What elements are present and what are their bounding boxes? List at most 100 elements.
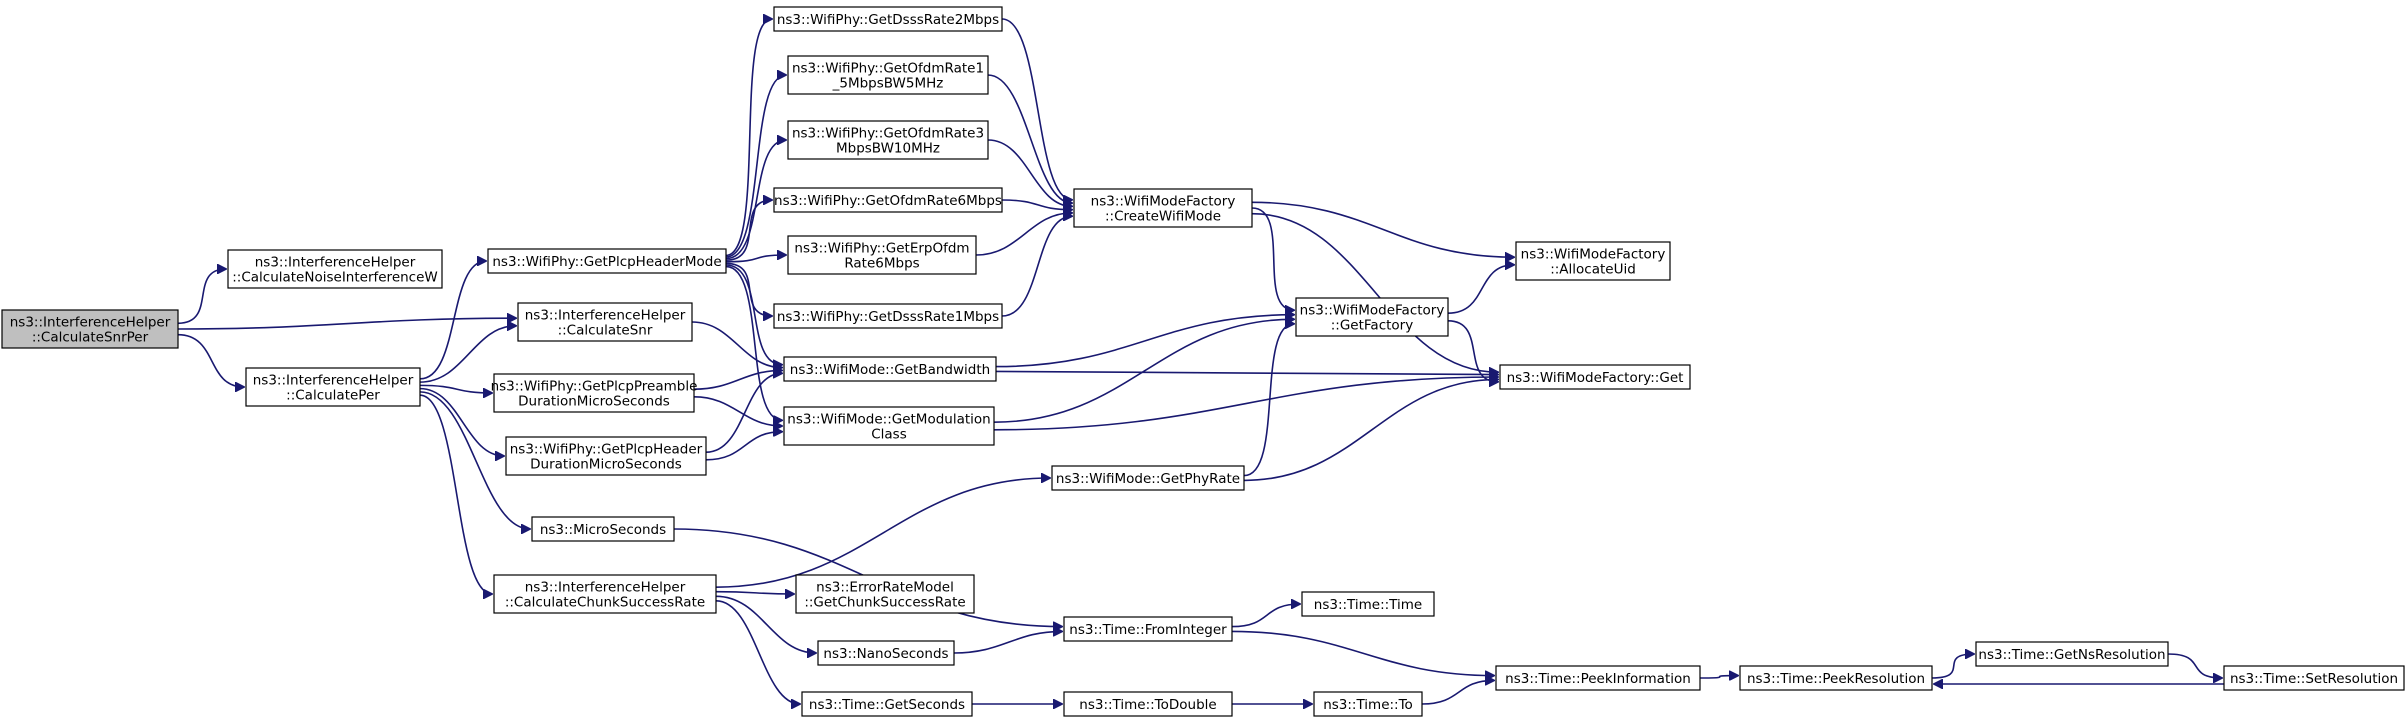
node-box[interactable]: [1495, 665, 1701, 691]
node-set-res[interactable]: ns3::Time::SetResolution: [2223, 665, 2405, 691]
edge-create-wifi-mode-to-allocate-uid: [1251, 201, 1514, 257]
node-box[interactable]: [783, 406, 995, 446]
edge-plcp-preamble-to-mod-class: [693, 396, 782, 426]
node-box[interactable]: [773, 187, 1003, 213]
node-box[interactable]: [1313, 691, 1423, 717]
node-label: ns3::WifiModeFactory: [1521, 247, 1666, 263]
edge-plcp-preamble-to-bandwidth: [693, 370, 782, 390]
node-calc-snr[interactable]: ns3::InterferenceHelper::CalculateSnr: [517, 302, 693, 342]
node-ofdm15[interactable]: ns3::WifiPhy::GetOfdmRate1_5MbpsBW5MHz: [787, 55, 989, 95]
node-get-factory[interactable]: ns3::WifiModeFactory::GetFactory: [1295, 297, 1449, 337]
edge-chunk-rate-to-nano-seconds: [715, 595, 816, 653]
node-box[interactable]: [1051, 465, 1245, 491]
node-box[interactable]: [531, 516, 675, 542]
node-box[interactable]: [1499, 364, 1691, 390]
node-factory-get[interactable]: ns3::WifiModeFactory::Get: [1499, 364, 1691, 390]
edge-plcp-header-mode-to-ofdm6: [725, 200, 772, 261]
node-box[interactable]: [787, 120, 989, 160]
node-from-integer[interactable]: ns3::Time::FromInteger: [1063, 616, 1233, 642]
node-bandwidth[interactable]: ns3::WifiMode::GetBandwidth: [783, 356, 997, 382]
node-label: ns3::NanoSeconds: [823, 646, 948, 662]
edge-peek-info-to-peek-res: [1699, 676, 1738, 678]
node-label: ns3::ErrorRateModel: [816, 580, 954, 596]
node-calc-per[interactable]: ns3::InterferenceHelper::CalculatePer: [245, 367, 421, 407]
node-box[interactable]: [817, 640, 955, 666]
node-label: ::GetChunkSuccessRate: [804, 595, 965, 611]
edge-chunk-rate-to-err-chunk: [715, 592, 794, 594]
node-box[interactable]: [493, 574, 717, 614]
node-get-seconds[interactable]: ns3::Time::GetSeconds: [801, 691, 973, 717]
node-box[interactable]: [505, 436, 707, 476]
node-box[interactable]: [245, 367, 421, 407]
node-label: ns3::WifiPhy::GetDsssRate2Mbps: [777, 12, 999, 28]
node-time-to[interactable]: ns3::Time::To: [1313, 691, 1423, 717]
node-plcp-header-dur[interactable]: ns3::WifiPhy::GetPlcpHeaderDurationMicro…: [505, 436, 707, 476]
node-box[interactable]: [493, 373, 695, 413]
node-allocate-uid[interactable]: ns3::WifiModeFactory::AllocateUid: [1515, 241, 1671, 281]
node-box[interactable]: [1073, 188, 1253, 228]
node-box[interactable]: [227, 249, 443, 289]
node-label: ns3::WifiMode::GetPhyRate: [1056, 471, 1240, 487]
node-label: ns3::Time::To: [1323, 697, 1413, 713]
node-time-time[interactable]: ns3::Time::Time: [1301, 591, 1435, 617]
node-label: ns3::WifiMode::GetModulation: [787, 412, 990, 428]
node-label: ns3::Time::PeekResolution: [1747, 671, 1925, 687]
nodes: ns3::InterferenceHelper::CalculateSnrPer…: [1, 6, 2405, 717]
node-box[interactable]: [487, 248, 727, 274]
node-chunk-rate[interactable]: ns3::InterferenceHelper::CalculateChunkS…: [493, 574, 717, 614]
node-label: ::AllocateUid: [1550, 262, 1636, 278]
node-box[interactable]: [787, 55, 989, 95]
node-box[interactable]: [783, 356, 997, 382]
node-box[interactable]: [773, 6, 1003, 32]
edge-plcp-header-mode-to-ofdm3: [725, 140, 786, 260]
node-box[interactable]: [801, 691, 973, 717]
node-dsss2[interactable]: ns3::WifiPhy::GetDsssRate2Mbps: [773, 6, 1003, 32]
node-box[interactable]: [1301, 591, 1435, 617]
node-plcp-header-mode[interactable]: ns3::WifiPhy::GetPlcpHeaderMode: [487, 248, 727, 274]
node-box[interactable]: [1063, 616, 1233, 642]
edge-plcp-header-mode-to-dsss2: [725, 19, 772, 257]
node-nano-seconds[interactable]: ns3::NanoSeconds: [817, 640, 955, 666]
node-err-chunk[interactable]: ns3::ErrorRateModel::GetChunkSuccessRate: [795, 574, 975, 614]
node-create-wifi-mode[interactable]: ns3::WifiModeFactory::CreateWifiMode: [1073, 188, 1253, 228]
node-box[interactable]: [1063, 691, 1233, 717]
edge-from-integer-to-time-time: [1231, 604, 1300, 628]
edge-get-factory-to-factory-get: [1447, 320, 1498, 382]
edge-calc-snr-to-bandwidth: [691, 321, 782, 368]
node-dsss1[interactable]: ns3::WifiPhy::GetDsssRate1Mbps: [773, 303, 1003, 329]
node-to-double[interactable]: ns3::Time::ToDouble: [1063, 691, 1233, 717]
node-get-phy-rate[interactable]: ns3::WifiMode::GetPhyRate: [1051, 465, 1245, 491]
node-box[interactable]: [2223, 665, 2405, 691]
edge-chunk-rate-to-get-seconds: [715, 600, 800, 704]
node-micro-seconds[interactable]: ns3::MicroSeconds: [531, 516, 675, 542]
node-box[interactable]: [795, 574, 975, 614]
node-calc-noise[interactable]: ns3::InterferenceHelper::CalculateNoiseI…: [227, 249, 443, 289]
node-label: _5MbpsBW5MHz: [832, 76, 944, 92]
node-root[interactable]: ns3::InterferenceHelper::CalculateSnrPer: [1, 309, 179, 349]
edge-ofdm15-to-create-wifi-mode: [987, 74, 1072, 203]
node-label: ::CalculateNoiseInterferenceW: [232, 270, 438, 286]
node-box[interactable]: [1739, 665, 1933, 691]
node-label: ::CalculateChunkSuccessRate: [505, 595, 705, 611]
node-box[interactable]: [1, 309, 179, 349]
node-box[interactable]: [787, 235, 977, 275]
node-plcp-preamble[interactable]: ns3::WifiPhy::GetPlcpPreambleDurationMic…: [491, 373, 698, 413]
node-label: ns3::Time::PeekInformation: [1505, 671, 1691, 687]
edge-plcp-header-dur-to-mod-class: [705, 432, 782, 461]
node-ofdm6[interactable]: ns3::WifiPhy::GetOfdmRate6Mbps: [773, 187, 1003, 213]
edge-dsss1-to-create-wifi-mode: [1001, 216, 1072, 317]
node-peek-info[interactable]: ns3::Time::PeekInformation: [1495, 665, 1701, 691]
node-label: ns3::Time::GetSeconds: [809, 697, 965, 713]
node-label: Class: [871, 427, 907, 443]
node-box[interactable]: [1515, 241, 1671, 281]
node-peek-res[interactable]: ns3::Time::PeekResolution: [1739, 665, 1933, 691]
node-box[interactable]: [773, 303, 1003, 329]
node-box[interactable]: [1975, 641, 2169, 667]
node-label: ns3::WifiPhy::GetDsssRate1Mbps: [777, 309, 999, 325]
node-get-ns-res[interactable]: ns3::Time::GetNsResolution: [1975, 641, 2169, 667]
node-box[interactable]: [1295, 297, 1449, 337]
node-box[interactable]: [517, 302, 693, 342]
